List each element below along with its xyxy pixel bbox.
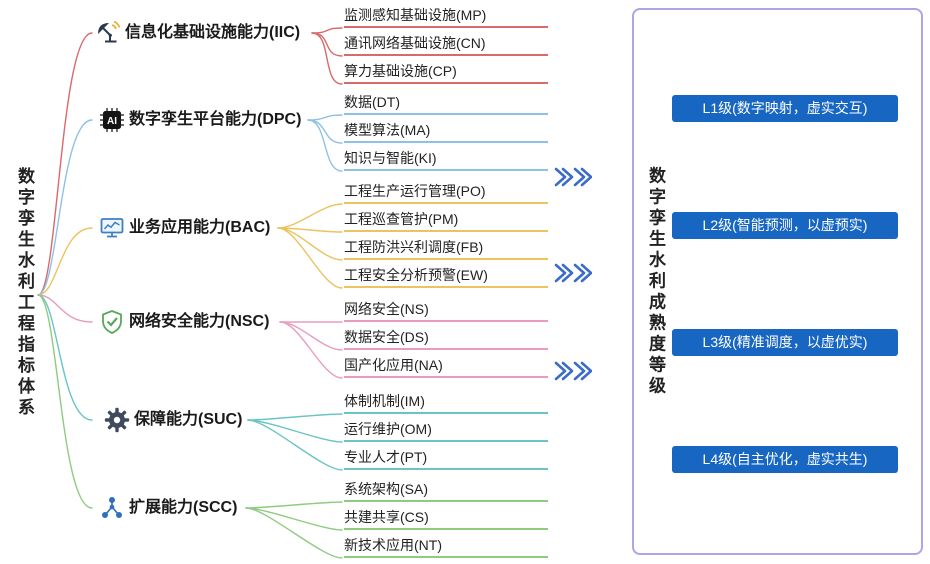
maturity-level-l3: L3级(精准调度，以虚优实): [672, 329, 898, 356]
category-label-iic: 信息化基础设施能力(IIC): [125, 24, 301, 41]
gear-icon: [104, 407, 130, 433]
subitem-mp: 监测感知基础设施(MP): [344, 4, 548, 28]
maturity-level-l4: L4级(自主优化，虚实共生): [672, 446, 898, 473]
subitem-ki: 知识与智能(KI): [344, 147, 548, 171]
subitem-ew: 工程安全分析预警(EW): [344, 264, 548, 288]
subitem-pt: 专业人才(PT): [344, 446, 548, 470]
subitem-ds: 数据安全(DS): [344, 326, 548, 350]
connector-group-nsc: [37, 294, 343, 379]
connector-group-dpc: [37, 114, 343, 296]
subitem-nt: 新技术应用(NT): [344, 534, 548, 558]
satellite-dish-icon: [95, 20, 121, 46]
maturity-panel: 数字孪生水利成熟度等级 L1级(数字映射，虚实交互) L2级(智能预测，以虚预实…: [632, 8, 923, 555]
subitem-na: 国产化应用(NA): [344, 354, 548, 378]
subitem-dt: 数据(DT): [344, 91, 548, 115]
subitem-po: 工程生产运行管理(PO): [344, 180, 548, 204]
subitem-cs: 共建共享(CS): [344, 506, 548, 530]
root-title: 数字孪生水利工程指标体系: [15, 167, 34, 419]
subitem-sa: 系统架构(SA): [344, 478, 548, 502]
connector-group-iic: [37, 27, 343, 296]
subitem-cn: 通讯网络基础设施(CN): [344, 32, 548, 56]
category-label-bac: 业务应用能力(BAC): [129, 219, 271, 236]
maturity-level-l2: L2级(智能预测，以虚预实): [672, 212, 898, 239]
subitem-om: 运行维护(OM): [344, 418, 548, 442]
chevron-icon: [554, 166, 592, 188]
maturity-title: 数字孪生水利成熟度等级: [646, 166, 665, 397]
maturity-level-l1: L1级(数字映射，虚实交互): [672, 95, 898, 122]
subitem-cp: 算力基础设施(CP): [344, 60, 548, 84]
subitem-ns: 网络安全(NS): [344, 298, 548, 322]
network-nodes-icon: [99, 495, 125, 521]
connector-group-bac: [37, 203, 343, 296]
category-label-dpc: 数字孪生平台能力(DPC): [129, 111, 302, 128]
subitem-pm: 工程巡查管护(PM): [344, 208, 548, 232]
monitor-chart-icon: [99, 215, 125, 241]
connector-group-scc: [37, 294, 343, 559]
chevron-icon: [554, 360, 592, 382]
shield-check-icon: [99, 309, 125, 335]
category-label-scc: 扩展能力(SCC): [129, 499, 238, 516]
ai-chip-icon: AI: [99, 107, 125, 133]
category-label-nsc: 网络安全能力(NSC): [129, 313, 270, 330]
chevron-icon: [554, 262, 592, 284]
connector-group-suc: [37, 294, 343, 471]
subitem-fb: 工程防洪兴利调度(FB): [344, 236, 548, 260]
ai-chip-text: AI: [107, 116, 117, 127]
subitem-ma: 模型算法(MA): [344, 119, 548, 143]
subitem-im: 体制机制(IM): [344, 390, 548, 414]
category-label-suc: 保障能力(SUC): [134, 411, 243, 428]
